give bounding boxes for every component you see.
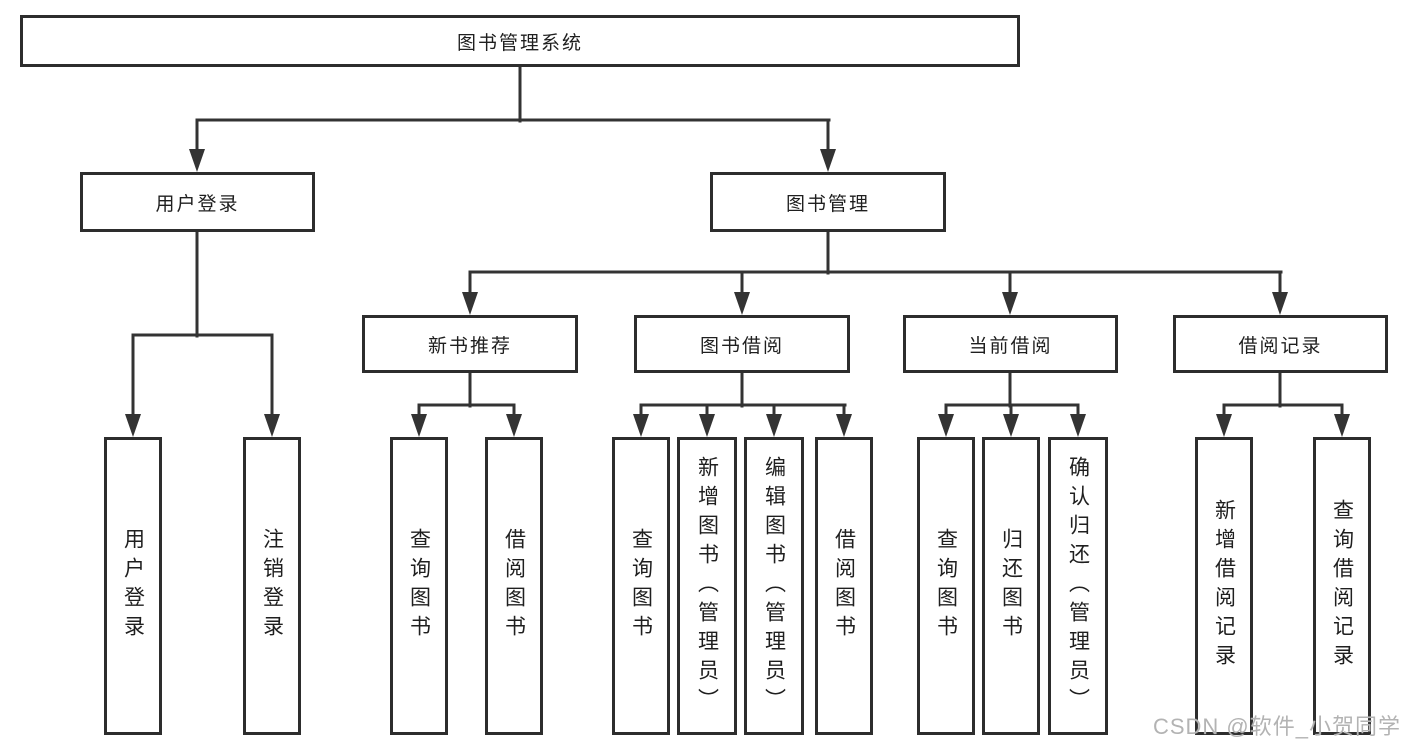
- leaf-query-books-1: 查询图书: [390, 437, 448, 735]
- leaf-borrow-books-2: 借阅图书: [815, 437, 873, 735]
- node-new-book-recommend-label: 新书推荐: [427, 335, 512, 357]
- leaf-query-books-3-label: 查询图书: [934, 528, 958, 644]
- node-book-management-label: 图书管理: [785, 193, 870, 215]
- leaf-query-borrow-record-label: 查询借阅记录: [1330, 499, 1354, 673]
- node-current-borrow-label: 当前借阅: [968, 335, 1053, 357]
- leaf-add-borrow-record: 新增借阅记录: [1195, 437, 1253, 735]
- leaf-add-borrow-record-label: 新增借阅记录: [1212, 499, 1236, 673]
- leaf-confirm-return-admin-label: 确认归还（管理员）: [1066, 455, 1090, 717]
- node-book-management: 图书管理: [710, 172, 946, 232]
- leaf-query-books-2: 查询图书: [612, 437, 670, 735]
- leaf-logout: 注销登录: [243, 437, 301, 735]
- node-root-label: 图书管理系统: [456, 32, 583, 54]
- leaf-edit-book-admin: 编辑图书（管理员）: [744, 437, 804, 735]
- node-current-borrow: 当前借阅: [903, 315, 1118, 373]
- node-root: 图书管理系统: [20, 15, 1020, 67]
- leaf-user-login: 用户登录: [104, 437, 162, 735]
- node-borrow-records: 借阅记录: [1173, 315, 1388, 373]
- node-new-book-recommend: 新书推荐: [362, 315, 578, 373]
- node-user-login-label: 用户登录: [155, 193, 240, 215]
- node-borrow-records-label: 借阅记录: [1238, 335, 1323, 357]
- leaf-add-book-admin: 新增图书（管理员）: [677, 437, 737, 735]
- leaf-user-login-label: 用户登录: [121, 528, 145, 644]
- node-book-borrow: 图书借阅: [634, 315, 850, 373]
- leaf-add-book-admin-label: 新增图书（管理员）: [695, 455, 719, 717]
- leaf-logout-label: 注销登录: [260, 528, 284, 644]
- leaf-confirm-return-admin: 确认归还（管理员）: [1048, 437, 1108, 735]
- csdn-watermark: CSDN @软件_小贺同学: [1152, 714, 1401, 739]
- node-user-login: 用户登录: [80, 172, 315, 232]
- leaf-query-books-3: 查询图书: [917, 437, 975, 735]
- leaf-return-books: 归还图书: [982, 437, 1040, 735]
- leaf-borrow-books-2-label: 借阅图书: [832, 528, 856, 644]
- node-book-borrow-label: 图书借阅: [699, 335, 784, 357]
- leaf-query-books-1-label: 查询图书: [407, 528, 431, 644]
- leaf-edit-book-admin-label: 编辑图书（管理员）: [762, 455, 786, 717]
- leaf-query-borrow-record: 查询借阅记录: [1313, 437, 1371, 735]
- leaf-borrow-books-1: 借阅图书: [485, 437, 543, 735]
- leaf-query-books-2-label: 查询图书: [629, 528, 653, 644]
- leaf-borrow-books-1-label: 借阅图书: [502, 528, 526, 644]
- leaf-return-books-label: 归还图书: [999, 528, 1023, 644]
